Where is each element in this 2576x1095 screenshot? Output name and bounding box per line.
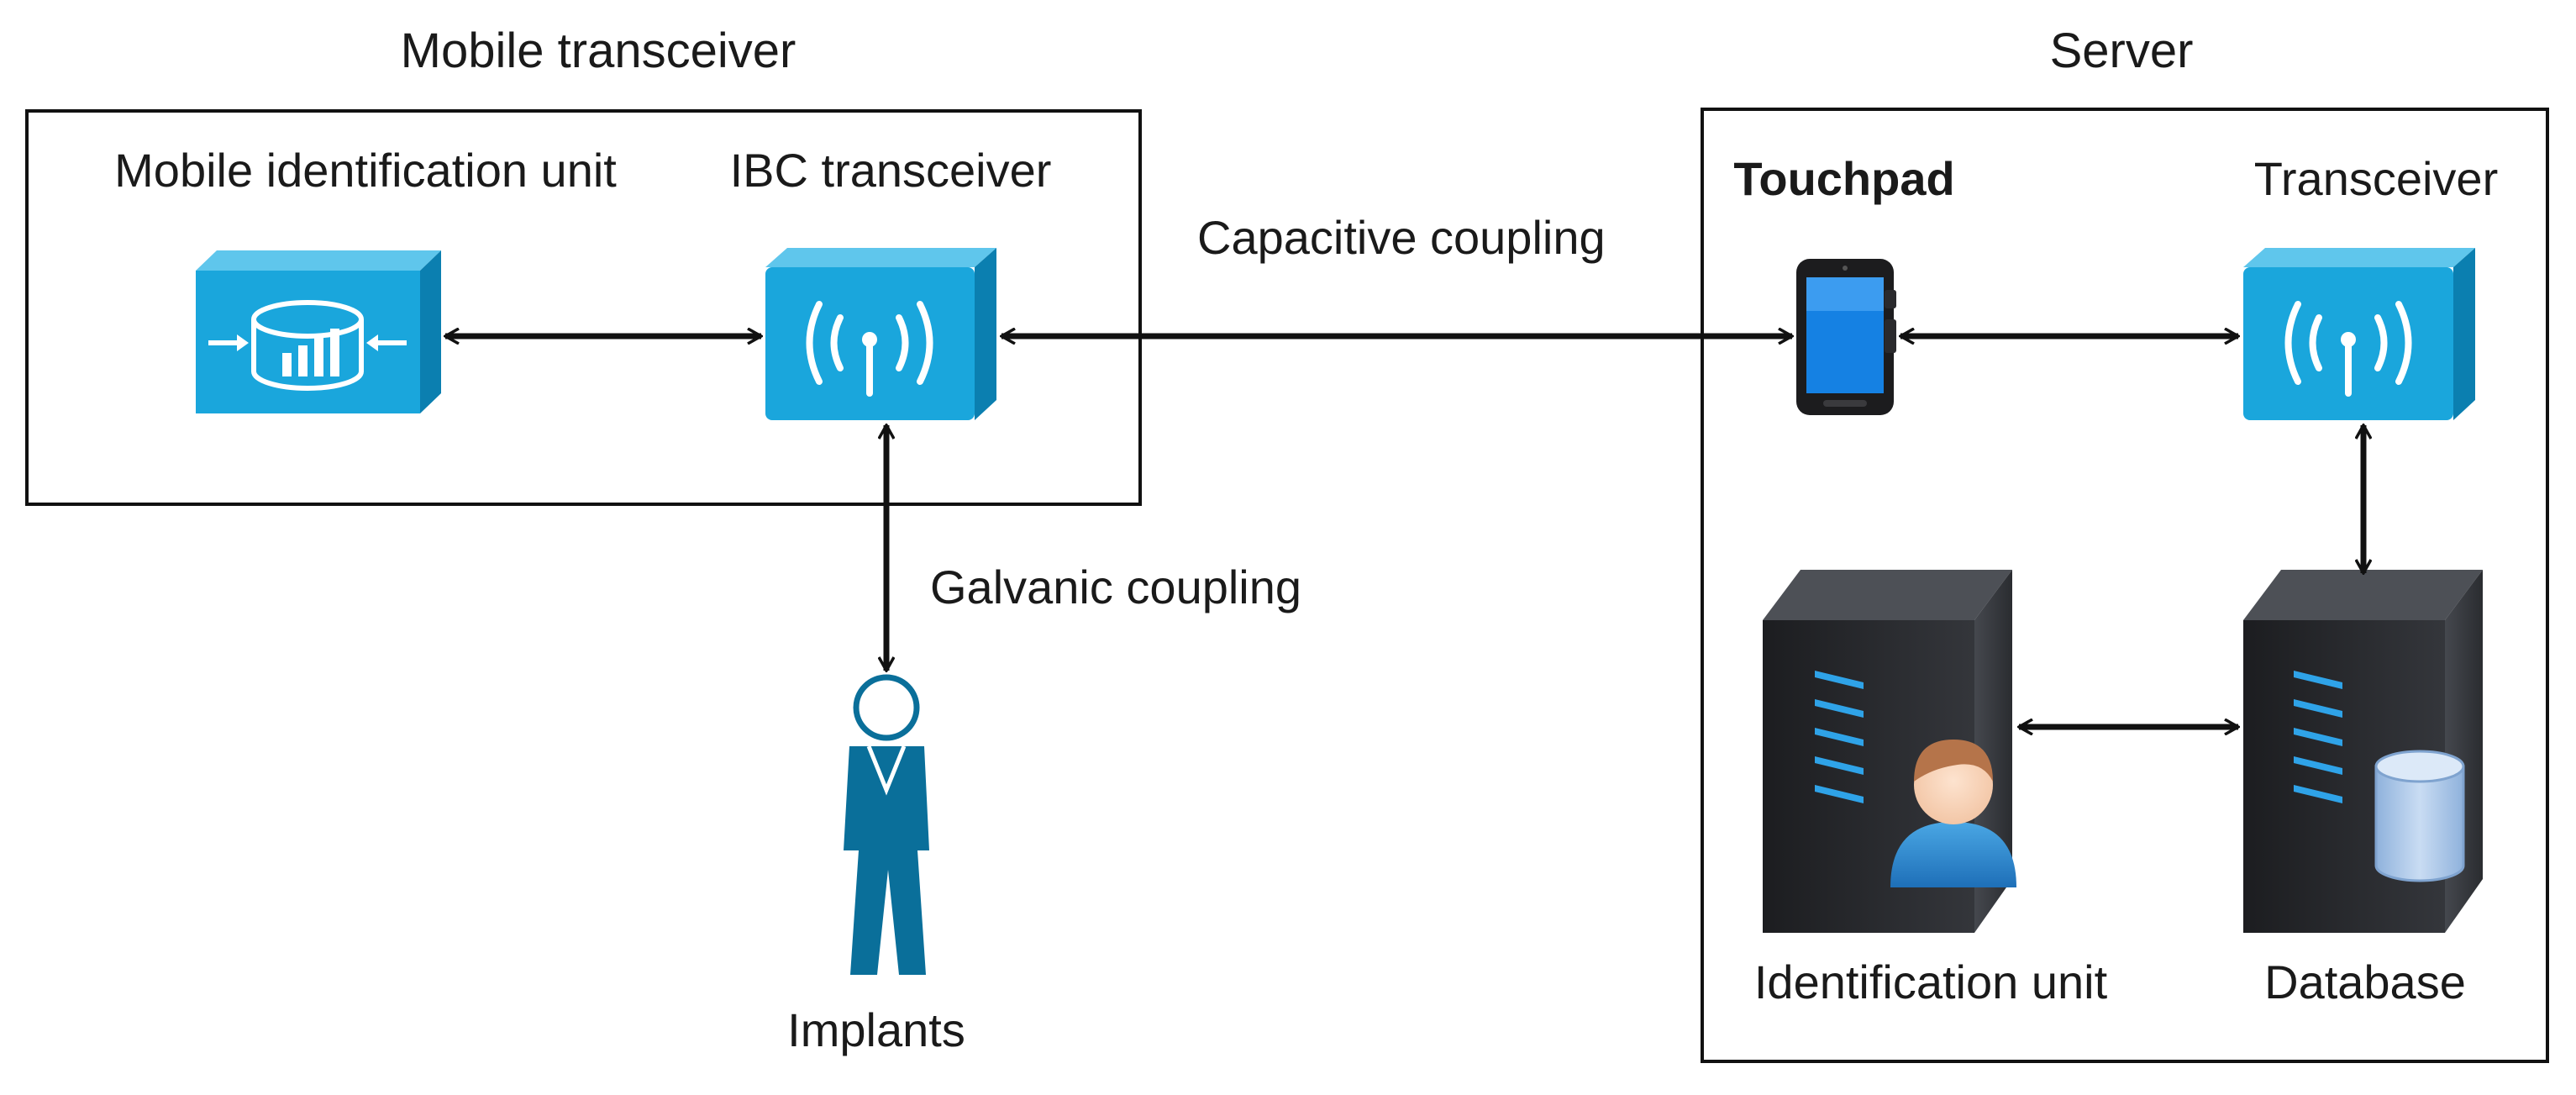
mobile-identification-unit-label: Mobile identification unit <box>114 144 617 197</box>
transceiver-label: Transceiver <box>2254 152 2498 205</box>
mobile-transceiver-title: Mobile transceiver <box>401 24 796 78</box>
capacitive-coupling-label: Capacitive coupling <box>1197 211 1606 264</box>
server-title: Server <box>2050 24 2194 78</box>
galvanic-coupling-label: Galvanic coupling <box>930 561 1301 613</box>
implants-label: Implants <box>787 1003 965 1056</box>
server-frame <box>1701 108 2549 1063</box>
server-transceiver-icon <box>2243 248 2475 420</box>
database-cylinder-icon <box>2374 750 2465 882</box>
user-icon <box>1890 740 2016 887</box>
implants-person-icon <box>844 674 929 975</box>
ibc-transceiver-icon <box>765 248 996 420</box>
ibc-transceiver-label: IBC transceiver <box>730 144 1052 197</box>
mobile-transceiver-frame <box>25 109 1142 506</box>
touchpad-label: Touchpad <box>1733 152 1954 205</box>
identification-unit-label: Identification unit <box>1754 955 2108 1008</box>
mobile-identification-unit-icon <box>196 250 441 413</box>
database-server-lights-icon <box>2294 671 2342 803</box>
database-label: Database <box>2264 955 2466 1008</box>
identification-server-lights-icon <box>1815 671 1864 803</box>
touchpad-icon <box>1796 259 1896 415</box>
